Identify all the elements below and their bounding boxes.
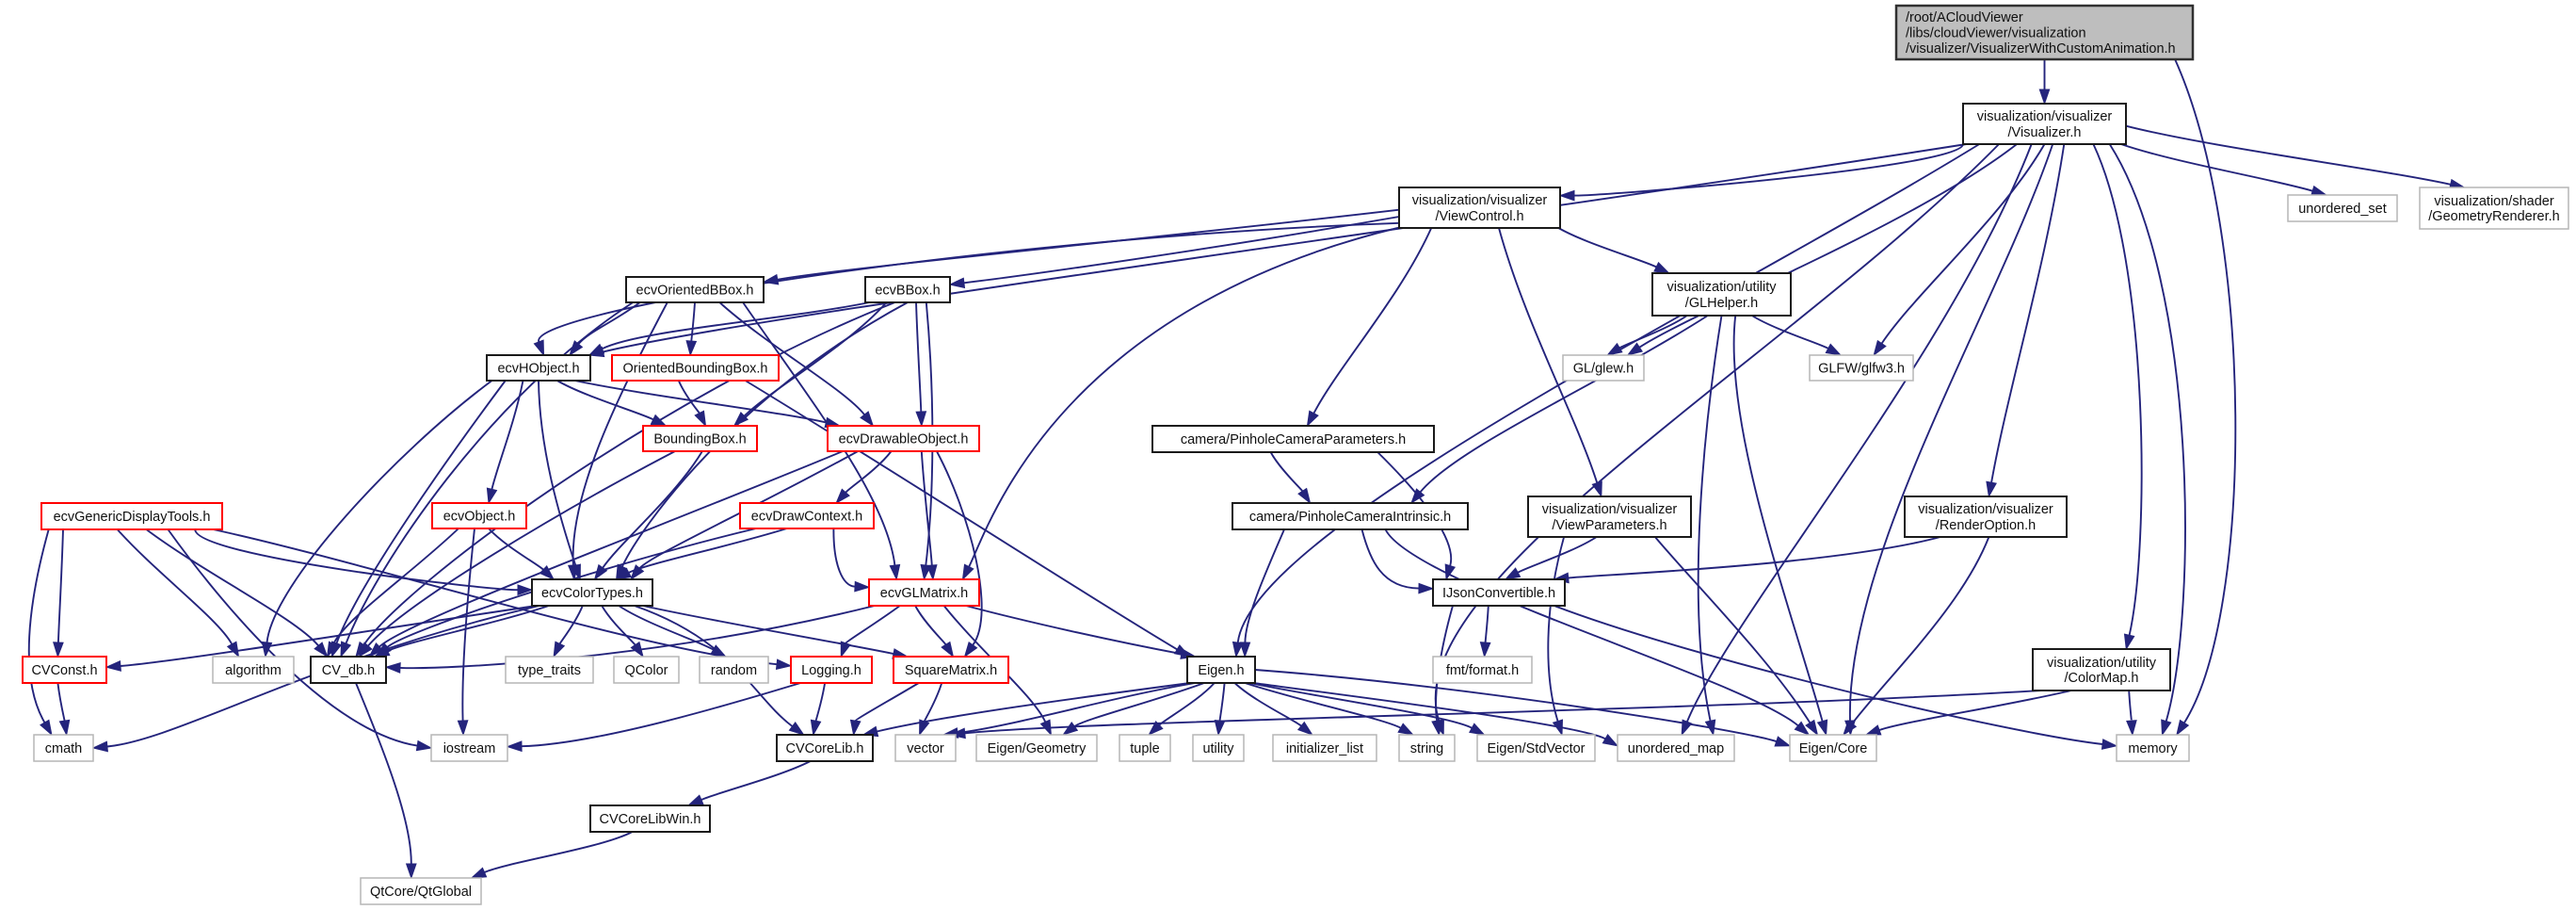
svg-text:Eigen/StdVector: Eigen/StdVector [1488, 741, 1586, 756]
svg-text:fmt/format.h: fmt/format.h [1446, 663, 1519, 678]
svg-text:random: random [711, 663, 757, 678]
svg-text:OrientedBoundingBox.h: OrientedBoundingBox.h [623, 362, 768, 377]
svg-text:CVCoreLib.h: CVCoreLib.h [785, 741, 863, 756]
svg-text:/RenderOption.h: /RenderOption.h [1936, 518, 2036, 533]
svg-text:string: string [1410, 741, 1443, 756]
svg-text:ecvBBox.h: ecvBBox.h [875, 284, 940, 299]
svg-text:tuple: tuple [1130, 741, 1159, 756]
svg-text:ecvDrawContext.h: ecvDrawContext.h [751, 510, 862, 525]
svg-text:Eigen.h: Eigen.h [1198, 663, 1244, 678]
svg-text:camera/PinholeCameraIntrinsic.: camera/PinholeCameraIntrinsic.h [1249, 510, 1451, 525]
svg-text:GLFW/glfw3.h: GLFW/glfw3.h [1818, 362, 1905, 377]
svg-text:ecvDrawableObject.h: ecvDrawableObject.h [839, 432, 969, 447]
svg-text:QtCore/QtGlobal: QtCore/QtGlobal [370, 885, 472, 900]
svg-text:type_traits: type_traits [518, 663, 581, 678]
svg-text:vector: vector [907, 741, 944, 756]
svg-text:CVConst.h: CVConst.h [31, 663, 97, 678]
svg-text:ecvOrientedBBox.h: ecvOrientedBBox.h [636, 284, 754, 299]
svg-text:/visualizer/VisualizerWithCust: /visualizer/VisualizerWithCustomAnimatio… [1906, 41, 2176, 57]
svg-text:/libs/cloudViewer/visualizatio: /libs/cloudViewer/visualization [1906, 26, 2086, 41]
svg-text:visualization/visualizer: visualization/visualizer [1918, 502, 2053, 517]
svg-text:initializer_list: initializer_list [1286, 741, 1363, 756]
svg-text:Eigen/Geometry: Eigen/Geometry [988, 741, 1087, 756]
svg-text:unordered_map: unordered_map [1628, 741, 1724, 756]
svg-text:BoundingBox.h: BoundingBox.h [653, 432, 746, 447]
svg-text:/GLHelper.h: /GLHelper.h [1685, 296, 1758, 311]
svg-text:/ColorMap.h: /ColorMap.h [2065, 671, 2139, 686]
svg-text:visualization/visualizer: visualization/visualizer [1542, 502, 1678, 517]
svg-text:ecvColorTypes.h: ecvColorTypes.h [541, 586, 643, 601]
svg-text:ecvObject.h: ecvObject.h [443, 510, 516, 525]
svg-text:/GeometryRenderer.h: /GeometryRenderer.h [2428, 209, 2559, 224]
svg-text:camera/PinholeCameraParameters: camera/PinholeCameraParameters.h [1181, 432, 1406, 447]
svg-text:visualization/utility: visualization/utility [2047, 656, 2157, 671]
svg-text:SquareMatrix.h: SquareMatrix.h [905, 663, 997, 678]
svg-text:algorithm: algorithm [225, 663, 282, 678]
svg-text:/ViewControl.h: /ViewControl.h [1435, 209, 1523, 224]
svg-text:visualization/visualizer: visualization/visualizer [1977, 109, 2113, 124]
svg-text:cmath: cmath [45, 741, 83, 756]
svg-text:/root/ACloudViewer: /root/ACloudViewer [1906, 10, 2023, 25]
svg-text:QColor: QColor [625, 663, 668, 678]
svg-text:ecvHObject.h: ecvHObject.h [497, 362, 579, 377]
svg-text:ecvGenericDisplayTools.h: ecvGenericDisplayTools.h [54, 510, 211, 525]
svg-text:visualization/shader: visualization/shader [2434, 194, 2554, 209]
svg-text:/ViewParameters.h: /ViewParameters.h [1552, 518, 1666, 533]
svg-text:unordered_set: unordered_set [2298, 202, 2387, 217]
svg-text:memory: memory [2128, 741, 2178, 756]
svg-text:IJsonConvertible.h: IJsonConvertible.h [1442, 586, 1555, 601]
svg-text:GL/glew.h: GL/glew.h [1573, 362, 1634, 377]
svg-text:Eigen/Core: Eigen/Core [1799, 741, 1868, 756]
svg-text:CVCoreLibWin.h: CVCoreLibWin.h [600, 812, 701, 827]
svg-text:iostream: iostream [443, 741, 496, 756]
svg-text:CV_db.h: CV_db.h [322, 663, 375, 678]
svg-text:visualization/utility: visualization/utility [1666, 280, 1777, 295]
svg-text:/Visualizer.h: /Visualizer.h [2008, 125, 2082, 140]
svg-text:visualization/visualizer: visualization/visualizer [1412, 193, 1548, 208]
svg-text:ecvGLMatrix.h: ecvGLMatrix.h [880, 586, 968, 601]
svg-text:utility: utility [1202, 741, 1234, 756]
svg-text:Logging.h: Logging.h [801, 663, 861, 678]
